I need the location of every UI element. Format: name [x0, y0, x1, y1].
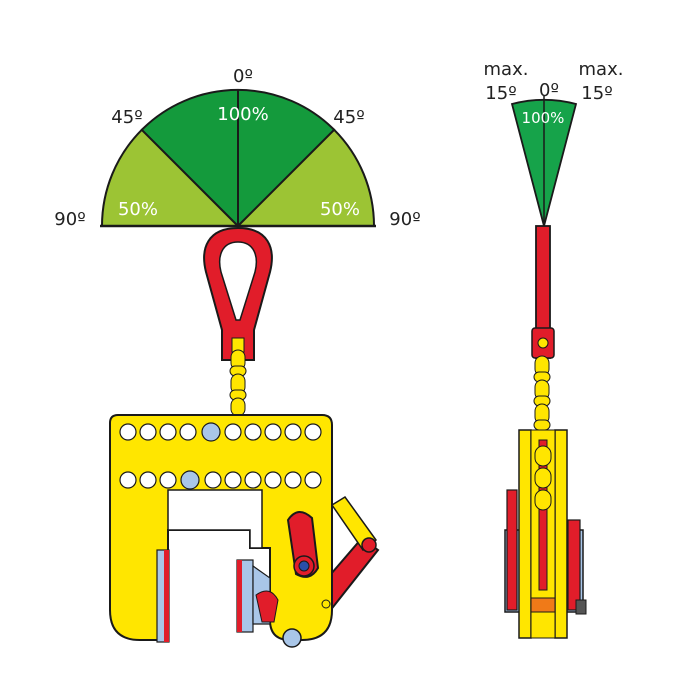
- lifting-eye-hole: [218, 241, 258, 321]
- side-clamp-plate-right: [554, 429, 568, 639]
- angle-label-45-right: 45º: [333, 107, 364, 128]
- clamp-inner-slot: [167, 489, 263, 549]
- clamp-lever-link: [330, 495, 378, 552]
- angle-label-90-left: 90º: [54, 209, 85, 230]
- chain-link: [534, 467, 552, 489]
- side-max-right-line1: max.: [579, 59, 624, 80]
- chain-link: [534, 489, 552, 511]
- adjustment-hole: [284, 471, 302, 489]
- adjustment-hole: [244, 471, 262, 489]
- adjustment-hole: [284, 423, 302, 441]
- front-chain: [229, 349, 247, 417]
- angle-label-top: 0º: [233, 66, 253, 87]
- side-max-left-line1: max.: [484, 59, 529, 80]
- front-angle-gauge: 0º 45º 45º 90º 90º 100% 50% 50%: [54, 66, 420, 230]
- side-capacity-center: 100%: [522, 109, 565, 127]
- moving-jaw-red: [237, 560, 242, 632]
- front-clamp: [109, 414, 380, 648]
- adjustment-pin: [201, 422, 221, 442]
- front-lifting-eye: [203, 226, 273, 361]
- adjustment-hole: [204, 471, 222, 489]
- adjustment-pin: [180, 470, 200, 490]
- side-clamp-orange-pad: [530, 597, 556, 613]
- chain-link: [230, 397, 246, 417]
- adjustment-hole: [224, 423, 242, 441]
- angle-label-45-left: 45º: [111, 107, 142, 128]
- side-inner-chain: [534, 445, 552, 511]
- hole-row-upper: [119, 422, 322, 442]
- lever-pivot: [361, 537, 377, 553]
- side-clamp-red-right: [567, 519, 581, 611]
- adjustment-hole: [139, 471, 157, 489]
- adjustment-hole: [304, 471, 322, 489]
- angle-label-90-right: 90º: [389, 209, 420, 230]
- adjustment-hole: [244, 423, 262, 441]
- side-clamp-knob: [575, 599, 587, 615]
- side-eye-pin: [537, 337, 549, 349]
- adjustment-hole: [224, 471, 242, 489]
- gauge-sector-left-50: [100, 128, 241, 227]
- adjustment-hole: [179, 423, 197, 441]
- side-clamp-red-left: [506, 489, 518, 611]
- adjustment-hole: [119, 471, 137, 489]
- adjustment-hole: [304, 423, 322, 441]
- adjustment-hole: [139, 423, 157, 441]
- chain-link: [534, 445, 552, 467]
- adjustment-hole: [264, 471, 282, 489]
- side-max-left-line2: 15º: [485, 83, 516, 104]
- adjustment-hole: [119, 423, 137, 441]
- side-clamp-center-red: [538, 439, 548, 591]
- adjustment-hole: [264, 423, 282, 441]
- capacity-label-right: 50%: [320, 199, 360, 220]
- adjustment-hole: [159, 471, 177, 489]
- chain-link: [533, 419, 551, 431]
- side-angle-center: 0º: [539, 80, 559, 101]
- cam-pivot-center: [298, 560, 310, 572]
- capacity-label-left: 50%: [118, 199, 158, 220]
- bottom-pin: [282, 628, 302, 648]
- fixed-jaw-red: [164, 550, 169, 642]
- side-view: max. 15º max. 15º 0º 100%: [484, 59, 624, 639]
- capacity-label-center: 100%: [217, 104, 268, 125]
- side-clamp-plate-left: [518, 429, 532, 639]
- gauge-sector-right-50: [235, 128, 376, 227]
- adjustment-hole: [159, 423, 177, 441]
- side-max-right-line2: 15º: [581, 83, 612, 104]
- lever-bottom-pin: [321, 599, 331, 609]
- side-chain: [533, 355, 551, 431]
- hole-row-lower: [119, 470, 322, 490]
- cam-red: [255, 590, 279, 623]
